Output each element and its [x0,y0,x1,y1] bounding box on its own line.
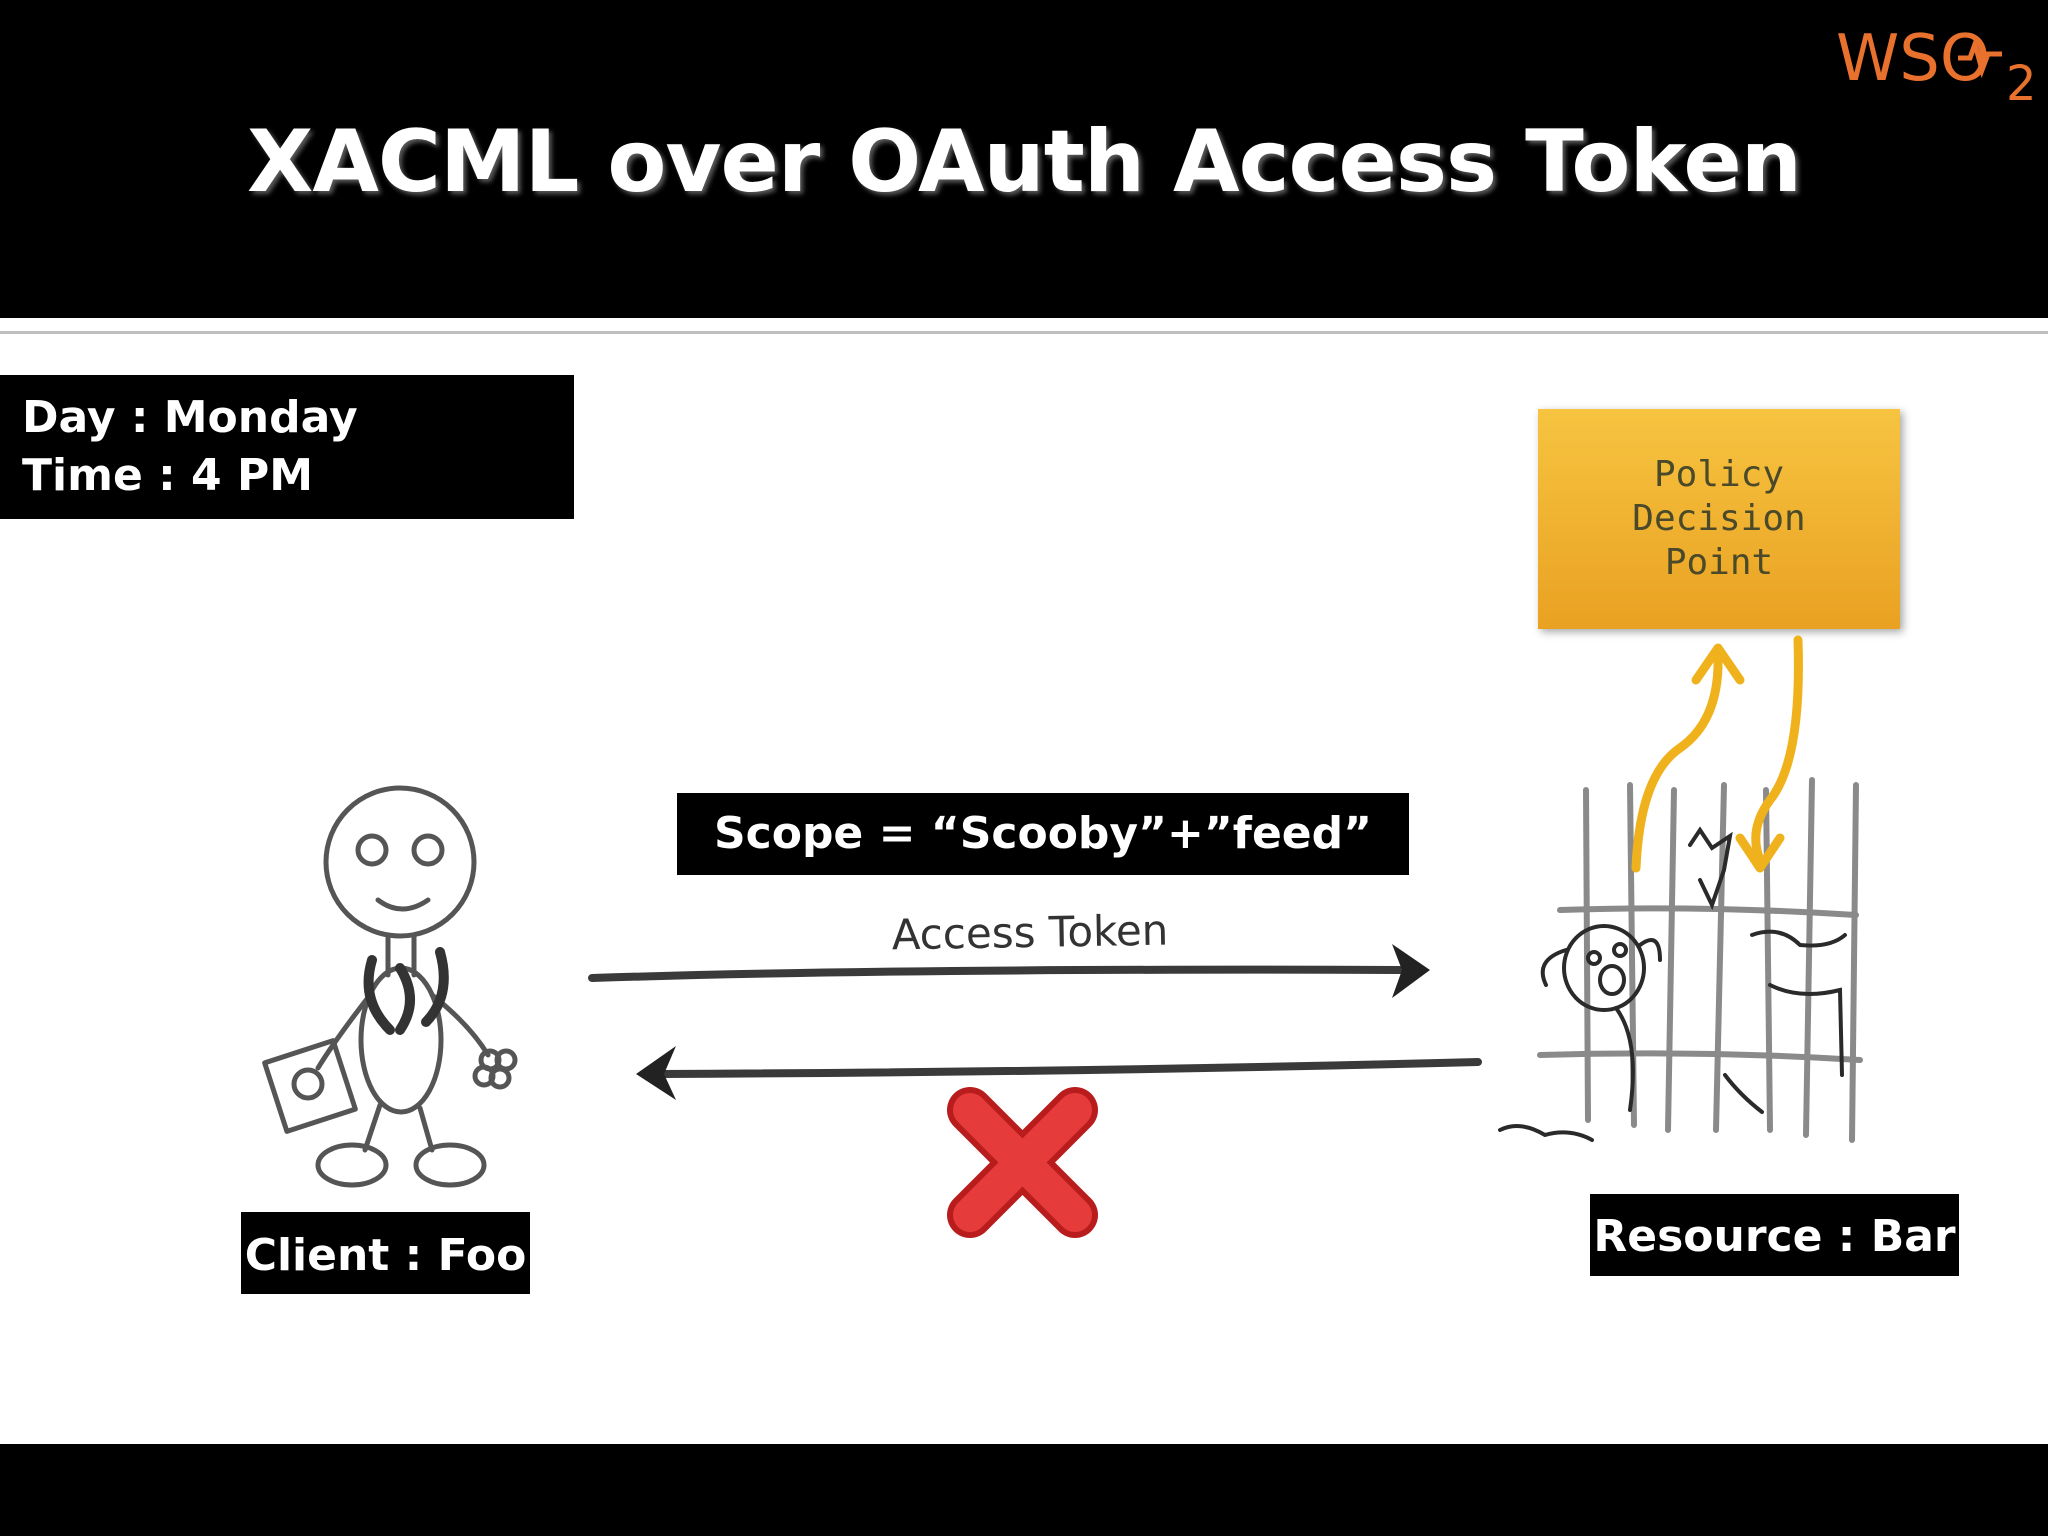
dog-drawing-icon [1498,826,1847,1142]
wso2-logo: WSO 2 [1836,22,2036,106]
arrow-head-left-icon [636,1046,676,1100]
red-x-icon [947,1087,1098,1238]
time-label: Time : 4 PM [22,450,313,501]
day-label: Day : Monday [22,392,358,443]
response-arrow [656,1058,1482,1078]
arrow-head-down-icon [1735,833,1785,873]
arrow-head-right-icon [1392,944,1430,998]
header-divider [0,331,2048,334]
slide-title: XACML over OAuth Access Token [247,112,1802,212]
day-time-box: Day : Monday Time : 4 PM [0,375,574,519]
access-token-label: Access Token [891,905,1169,960]
resource-label: Resource : Bar [1590,1194,1959,1276]
pdp-line-3: Point [1664,542,1774,583]
request-arrow-up [1631,650,1723,873]
footer-bar [0,1444,2048,1536]
stick-figure-icon [262,785,518,1188]
header-bar [0,0,2048,318]
dog-cage-icon [1537,777,1863,1143]
policy-decision-point-box: Policy Decision Point [1538,409,1900,629]
scope-label: Scope = “Scooby”+”feed” [677,793,1409,875]
client-label: Client : Foo [241,1212,530,1294]
access-token-arrow [588,965,1414,982]
scarf-icon [363,947,449,1035]
pdp-line-1: Policy [1653,454,1785,495]
logo-pulse-icon [1958,35,2002,79]
logo-subscript: 2 [2006,56,2036,106]
response-arrow-down [1751,635,1803,865]
pdp-line-2: Decision [1632,498,1806,539]
arrow-head-up-icon [1691,643,1745,685]
